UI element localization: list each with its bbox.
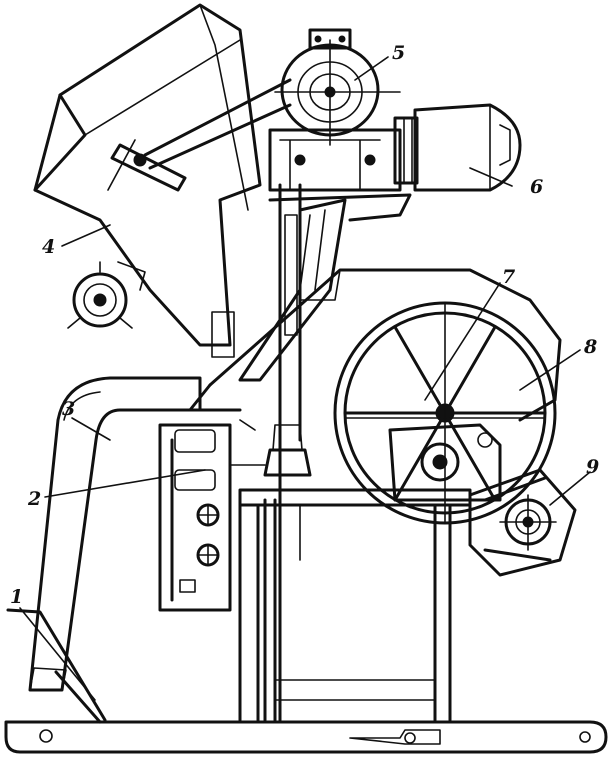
control-panel — [158, 423, 232, 612]
callout-1: 1 — [10, 586, 24, 608]
hopper-bracket — [107, 139, 187, 192]
motor-bracket — [268, 128, 402, 192]
callout-5: 5 — [392, 42, 406, 64]
drive-belt — [143, 78, 292, 170]
callout-9: 9 — [586, 456, 600, 478]
gear-reducer — [388, 423, 502, 502]
electric-motor — [393, 103, 522, 192]
callout-4: 4 — [42, 236, 56, 258]
vertical-column — [278, 183, 302, 722]
lower-stand — [238, 488, 472, 722]
callout-6: 6 — [530, 176, 544, 198]
leader-lines — [19, 56, 591, 701]
callout-8: 8 — [584, 336, 598, 358]
cable-reel — [67, 261, 146, 329]
main-housing — [188, 193, 562, 422]
callout-7: 7 — [502, 266, 516, 288]
top-gearbox — [274, 28, 401, 146]
base-skid — [4, 720, 608, 754]
hopper — [33, 3, 262, 358]
inclined-leg — [6, 608, 107, 724]
discharge-chute — [28, 376, 202, 692]
callout-3: 3 — [62, 398, 76, 420]
small-pulley — [468, 468, 577, 577]
callout-2: 2 — [28, 488, 42, 510]
pump-unit — [229, 419, 312, 477]
handwheel — [333, 301, 557, 525]
